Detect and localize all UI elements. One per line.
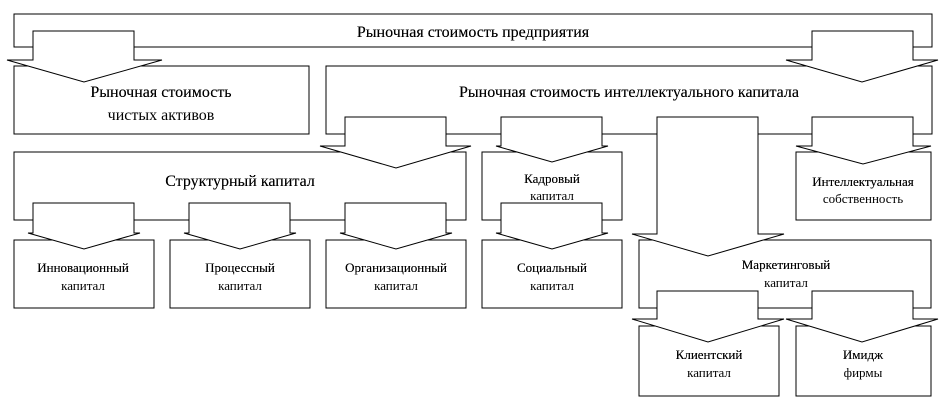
node-human-capital-label-2: капитал bbox=[530, 188, 574, 203]
node-marketing-capital-label-1: Маркетинговый bbox=[742, 257, 831, 272]
node-client-capital-label-1-top: Клиентский bbox=[676, 347, 743, 362]
node-structural-capital-label: Структурный капитал bbox=[165, 173, 315, 190]
node-market-value-label: Рыночная стоимость предприятия bbox=[357, 24, 590, 41]
node-process-capital-label-1-top: Процессный bbox=[205, 260, 275, 275]
node-social-capital-label-2: капитал bbox=[530, 278, 574, 293]
arrow-to-organizational-capital bbox=[339, 202, 453, 250]
arrow-to-social-capital bbox=[495, 202, 609, 250]
arrow-to-marketing-capital bbox=[631, 116, 785, 257]
node-social-capital-label-1: Социальный bbox=[517, 260, 587, 275]
node-social-capital: Социальный капитал bbox=[481, 239, 623, 309]
node-process-capital-label-1: Процессный bbox=[205, 260, 275, 275]
node-net-assets-label-1: Рыночная стоимость bbox=[90, 84, 231, 101]
arrow-to-firm-image bbox=[785, 290, 939, 343]
node-intellectual-property-label-2: собственность bbox=[823, 191, 903, 206]
arrow-to-process-capital bbox=[183, 202, 297, 250]
node-intellectual-capital-label-top: Рыночная стоимость интеллектуального кап… bbox=[459, 84, 799, 101]
arrow-to-structural-capital bbox=[319, 116, 472, 169]
node-social-capital-label-1-top: Социальный bbox=[517, 260, 587, 275]
node-intellectual-capital-label: Рыночная стоимость интеллектуального кап… bbox=[459, 84, 799, 101]
node-innovation-capital-label-1-top: Инновационный bbox=[37, 260, 129, 275]
node-firm-image-label-1: Имидж bbox=[843, 347, 884, 362]
node-organizational-capital-label-1-top: Организационный bbox=[345, 260, 447, 275]
node-organizational-capital-label-1: Организационный bbox=[345, 260, 447, 275]
node-organizational-capital-label-2: капитал bbox=[374, 278, 418, 293]
node-firm-image-label-2: фирмы bbox=[844, 365, 883, 380]
node-market-value-label-top: Рыночная стоимость предприятия bbox=[357, 24, 590, 41]
node-firm-image-label-1-top: Имидж bbox=[843, 347, 884, 362]
node-structural-capital-label-top: Структурный капитал bbox=[165, 173, 315, 190]
node-client-capital-label-2: капитал bbox=[687, 365, 731, 380]
node-innovation-capital-label-1: Инновационный bbox=[37, 260, 129, 275]
arrow-to-innovation-capital bbox=[27, 202, 141, 250]
node-client-capital-label-1: Клиентский bbox=[676, 347, 743, 362]
arrow-to-intellectual-capital bbox=[785, 30, 939, 83]
node-human-capital-label-1-top: Кадровый bbox=[524, 171, 580, 186]
node-intellectual-property-label-1: Интеллектуальная bbox=[812, 174, 914, 189]
arrow-to-net-assets bbox=[6, 30, 163, 83]
node-human-capital-label-1: Кадровый bbox=[524, 171, 580, 186]
node-process-capital-label-2: капитал bbox=[218, 278, 262, 293]
node-market-value: Рыночная стоимость предприятия bbox=[13, 13, 933, 48]
node-net-assets-label-1-top: Рыночная стоимость bbox=[90, 84, 231, 101]
node-client-capital: Клиентский капитал bbox=[638, 325, 780, 397]
arrow-to-intellectual-property bbox=[795, 116, 932, 165]
node-innovation-capital-label-2: капитал bbox=[61, 278, 105, 293]
node-net-assets-label-2: чистых активов bbox=[108, 107, 215, 124]
node-net-assets: Рыночная стоимость чистых активов bbox=[13, 65, 310, 135]
arrow-to-client-capital bbox=[631, 290, 785, 343]
arrow-to-human-capital bbox=[495, 116, 609, 163]
node-marketing-capital-label-2: капитал bbox=[764, 275, 808, 290]
node-marketing-capital-label-1-top: Маркетинговый bbox=[742, 257, 831, 272]
node-process-capital: Процессный капитал bbox=[169, 239, 311, 309]
node-intellectual-property-label-1-top: Интеллектуальная bbox=[812, 174, 914, 189]
